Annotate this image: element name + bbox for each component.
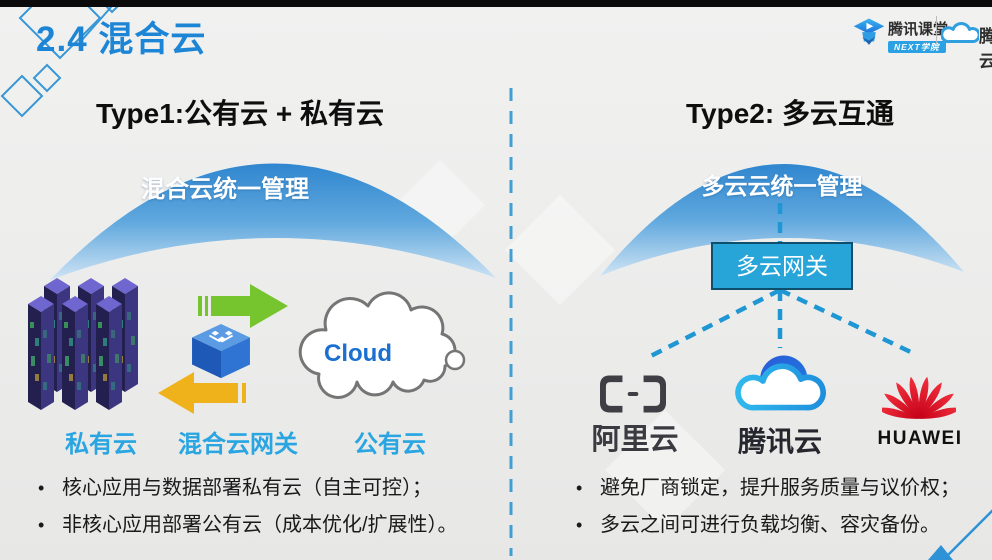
- tencent-cloud-label: 腾讯云: [737, 426, 822, 457]
- alibaba-cloud-label: 阿里云: [591, 424, 679, 456]
- brand-divider: [936, 16, 937, 44]
- public-cloud-label: 公有云: [354, 431, 426, 458]
- type2-heading: Type2: 多云互通: [686, 98, 894, 129]
- hybrid-management-arc: [50, 163, 496, 280]
- private-cloud-label: 私有云: [65, 431, 137, 458]
- page-title: 2.4 混合云: [36, 20, 207, 59]
- top-black-bar: [0, 0, 992, 7]
- next-academy-badge: NEXT学院: [888, 37, 946, 55]
- tencent-classroom-logo-icon: [853, 18, 885, 45]
- classroom-brand-text: 腾讯课堂: [888, 21, 949, 38]
- dashed-connector-lines: [645, 203, 918, 360]
- type2-bullet-list: 避免厂商锁定，提升服务质量与议价权； 多云之间可进行负载均衡、容灾备份。: [570, 470, 992, 544]
- cloud-word: Cloud: [324, 340, 392, 367]
- hybrid-gateway-label: 混合云网关: [178, 431, 298, 458]
- cloud-brand-text: 腾讯云: [979, 27, 992, 71]
- alibaba-cloud-logo-icon: [600, 375, 666, 413]
- type1-heading: Type1:公有云 + 私有云: [95, 98, 385, 129]
- huawei-label: HUAWEI: [877, 428, 963, 449]
- hybrid-arc-label: 混合云统一管理: [141, 176, 309, 203]
- multicloud-gateway-box: 多云网关: [711, 242, 853, 290]
- multicloud-management-arc: [600, 163, 964, 276]
- tencent-cloud-brand-icon: [941, 22, 979, 44]
- arrow-right-green-icon: [198, 284, 288, 328]
- bullet-item: 多云之间可进行负载均衡、容灾备份。: [570, 507, 992, 544]
- huawei-logo-icon: [882, 376, 956, 419]
- multicloud-arc-label: 多云云统一管理: [701, 173, 863, 199]
- bullet-item: 核心应用与数据部署私有云（自主可控）；: [32, 470, 512, 507]
- public-cloud-icon: [298, 291, 466, 399]
- hybrid-gateway-icon: [192, 324, 250, 379]
- bullet-item: 避免厂商锁定，提升服务质量与议价权；: [570, 470, 992, 507]
- server-rack-icon: [28, 278, 138, 410]
- arrow-left-yellow-icon: [158, 372, 246, 414]
- tencent-cloud-logo-icon: [735, 355, 826, 411]
- bullet-item: 非核心应用部署公有云（成本优化/扩展性）。: [32, 507, 512, 544]
- type1-bullet-list: 核心应用与数据部署私有云（自主可控）； 非核心应用部署公有云（成本优化/扩展性）…: [32, 470, 512, 544]
